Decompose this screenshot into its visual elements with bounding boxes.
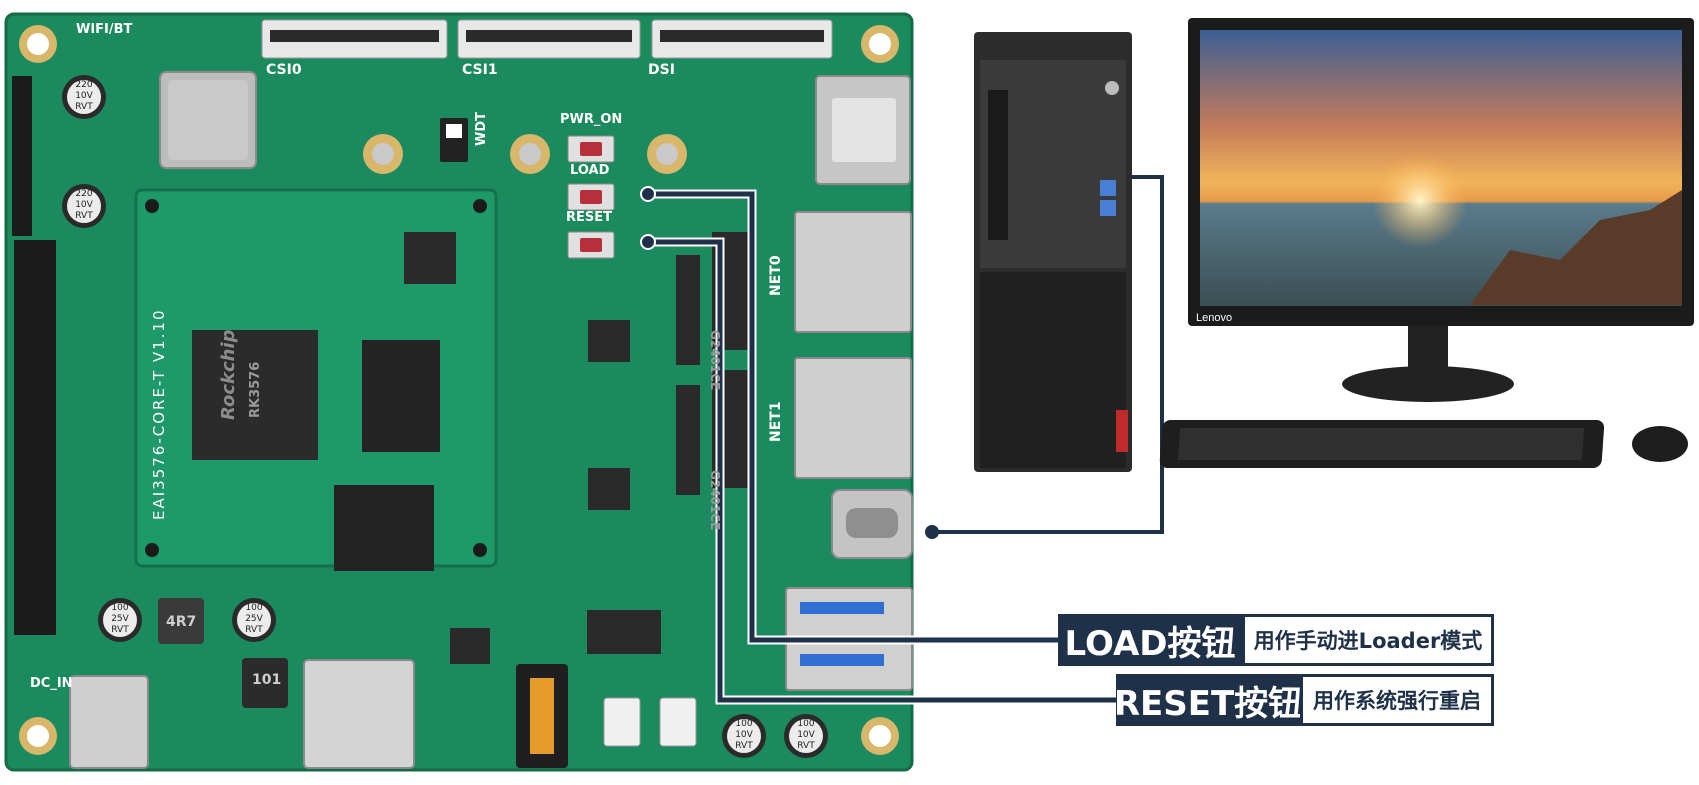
reset-callout-title: RESET按钮	[1114, 674, 1302, 726]
cap-value: 100	[245, 603, 263, 613]
cap-voltage: 10V	[797, 730, 815, 740]
cap-type: RVT	[797, 741, 815, 751]
reset-callout: RESET按钮 用作系统强行重启	[1114, 674, 1494, 726]
net0-label: NET0	[768, 255, 784, 296]
load-callout-title: LOAD按钮	[1058, 614, 1242, 666]
cap-type: RVT	[75, 102, 93, 112]
mounting-holes	[19, 25, 899, 755]
wifi-bt-label: WIFI/BT	[76, 22, 133, 37]
ethernet-port-net0	[794, 211, 912, 333]
load-callout: LOAD按钮 用作手动进Loader模式	[1058, 614, 1494, 666]
capacitor-label-bottom-3: 100 10V RVT	[730, 719, 758, 752]
ethernet-port-net1	[794, 357, 912, 479]
soc-chip	[192, 330, 318, 460]
monitor	[1188, 18, 1694, 402]
dc-jack	[69, 675, 149, 769]
inductor-label-1: 4R7	[166, 614, 197, 630]
capacitor-label-top-1: 220 10V RVT	[70, 80, 98, 113]
load-callout-description: 用作手动进Loader模式	[1242, 614, 1494, 666]
cap-voltage: 25V	[245, 614, 263, 624]
cap-value: 220	[75, 189, 93, 199]
cap-value: 100	[797, 719, 815, 729]
dc-in-label: DC_IN	[30, 676, 73, 691]
cap-value: 100	[111, 603, 129, 613]
monitor-brand-label: Lenovo	[1196, 312, 1233, 324]
capacitor-label-bottom-1: 100 25V RVT	[106, 603, 134, 636]
load-label: LOAD	[570, 163, 610, 178]
cap-value: 100	[735, 719, 753, 729]
soc-brand-label: Rockchip	[218, 329, 239, 420]
core-module-label: EAI3576-CORE-T V1.10	[150, 308, 168, 520]
callout-leader-lines	[640, 186, 1118, 705]
cap-voltage: 10V	[75, 200, 93, 210]
phy-chip-0-label: G2401CE	[708, 330, 722, 391]
csi1-label: CSI1	[462, 62, 498, 78]
cap-type: RVT	[245, 625, 263, 635]
sd-slot	[303, 659, 415, 769]
wdt-label: WDT	[474, 112, 489, 146]
capacitor-label-bottom-2: 100 25V RVT	[240, 603, 268, 636]
pc-tower	[974, 32, 1132, 472]
net1-label: NET1	[768, 401, 784, 442]
soc-model-label: RK3576	[248, 361, 263, 418]
capacitor-label-bottom-4: 100 10V RVT	[792, 719, 820, 752]
cap-voltage: 25V	[111, 614, 129, 624]
cap-voltage: 10V	[75, 91, 93, 101]
cap-type: RVT	[75, 211, 93, 221]
buttons	[567, 135, 615, 259]
usb-connection-line	[925, 175, 1164, 539]
keyboard-and-mouse	[1159, 420, 1688, 468]
pwr-on-label: PWR_ON	[560, 112, 623, 127]
reset-callout-description: 用作系统强行重启	[1300, 674, 1494, 726]
cap-voltage: 10V	[735, 730, 753, 740]
cap-type: RVT	[111, 625, 129, 635]
reset-label: RESET	[566, 210, 613, 225]
fpc-connectors	[261, 19, 833, 59]
gpio-header	[12, 76, 56, 635]
cap-value: 220	[75, 80, 93, 90]
cap-type: RVT	[735, 741, 753, 751]
csi0-label: CSI0	[266, 62, 302, 78]
capacitor-label-top-2: 220 10V RVT	[70, 189, 98, 222]
dsi-label: DSI	[648, 62, 675, 78]
phy-chip-1-label: G2401CE	[708, 470, 722, 531]
inductor-label-2: 101	[252, 672, 282, 688]
